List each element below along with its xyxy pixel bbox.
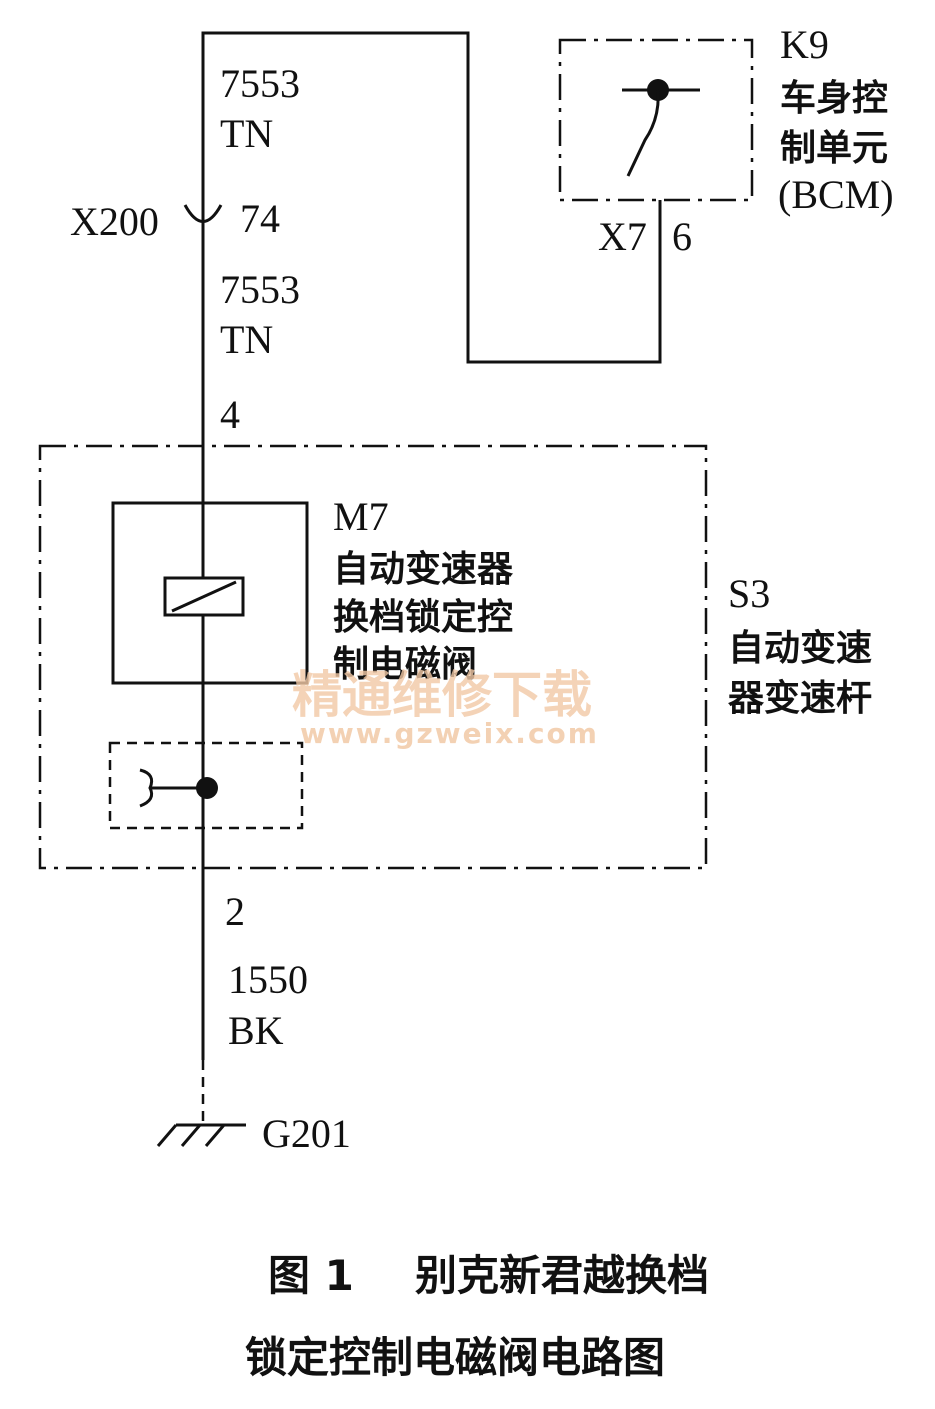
bcm-connector: X7 xyxy=(598,214,647,259)
bcm-label-line-3: (BCM) xyxy=(778,172,894,217)
bcm-box xyxy=(558,38,754,202)
solenoid-id: M7 xyxy=(333,494,389,539)
shifter-pin-2: 2 xyxy=(225,889,245,934)
ground-id: G201 xyxy=(262,1111,351,1156)
wire-color-bottom: BK xyxy=(228,1008,284,1053)
bcm-switch-icon xyxy=(622,79,700,177)
caption-line-1: 别克新君越换档 xyxy=(415,1251,709,1300)
bcm-label-line-1: 车身控 xyxy=(780,78,888,119)
solenoid-label-line-1: 自动变速器 xyxy=(333,548,514,590)
bcm-pin: 6 xyxy=(672,214,692,259)
watermark-line-2: www.gzweix.com xyxy=(300,717,599,750)
shifter-switch-box xyxy=(108,741,304,830)
wire-number-bottom: 1550 xyxy=(228,957,308,1002)
bcm-label-line-2: 制单元 xyxy=(780,128,888,169)
wire-number-middle: 7553 xyxy=(220,267,300,312)
wire-7553-loop xyxy=(201,31,662,364)
caption-figure-number: 图 1 xyxy=(268,1251,354,1300)
watermark-line-1: 精通维修下载 xyxy=(292,666,592,724)
ground-icon xyxy=(156,1123,246,1147)
connector-x200-pin: 74 xyxy=(240,196,280,241)
wire-color-top: TN xyxy=(220,111,273,156)
solenoid-coil-icon xyxy=(163,576,245,617)
connector-x200-label: X200 xyxy=(70,199,159,244)
shifter-id: S3 xyxy=(728,571,770,616)
solenoid-label-line-2: 换档锁定控 xyxy=(333,597,513,638)
shifter-box xyxy=(38,444,708,870)
solenoid-box xyxy=(111,501,309,685)
wire-number-top: 7553 xyxy=(220,61,300,106)
connector-x200-icon xyxy=(183,204,223,232)
shifter-label-line-1: 自动变速 xyxy=(728,627,872,669)
wire-color-middle: TN xyxy=(220,317,273,362)
shifter-switch-icon xyxy=(139,768,218,808)
caption-line-2: 锁定控制电磁阀电路图 xyxy=(245,1333,665,1382)
solenoid-label-line-3: 制电磁阀 xyxy=(333,644,477,685)
bcm-id: K9 xyxy=(780,22,829,67)
shifter-label-line-2: 器变速杆 xyxy=(728,677,872,719)
shifter-pin-4: 4 xyxy=(220,392,240,437)
